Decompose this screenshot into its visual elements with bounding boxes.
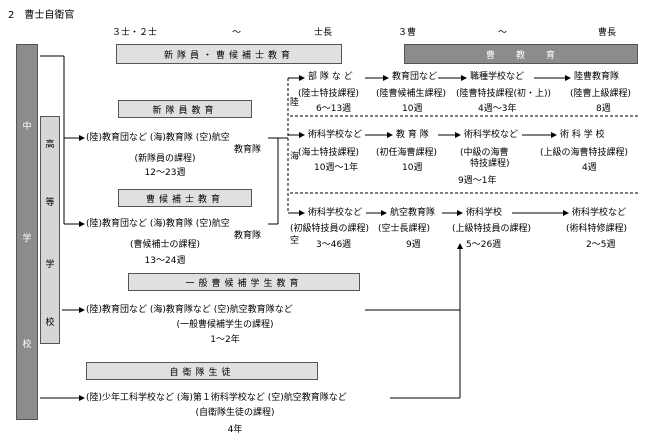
branch-label-kai: 海 (290, 152, 300, 162)
riku-c4-name: 陸曹教育隊 (574, 72, 620, 82)
rank-tilde-1: ～ (232, 28, 242, 38)
vertical-char: 校 (22, 340, 32, 350)
vertical-junior-high: 中 学 校 (16, 44, 38, 420)
ku-c4-name: 術科学校など (572, 208, 627, 218)
branch-label-riku: 陸 (290, 98, 300, 108)
kai-c2-course: (初任海曹課程) (376, 148, 438, 158)
rank-label-private: ３士・２士 (112, 28, 158, 38)
ippan-units: (陸)教育団など (海)教育隊など (空)航空教育隊など (86, 305, 293, 315)
ku-c2-weeks: 9週 (406, 240, 421, 250)
ku-c1-course: (初級特技員の課程) (290, 224, 370, 234)
box-sokoho-education: 曹候補士教育 (118, 189, 252, 207)
ku-c4-weeks: 2～5週 (586, 240, 616, 250)
kai-c2-weeks: 10週 (402, 163, 423, 173)
vertical-char: 学 (45, 260, 55, 270)
sokoho-units-2: 教育隊 (234, 231, 262, 241)
vertical-char: 等 (45, 198, 55, 208)
box-shin-education: 新隊員教育 (118, 100, 252, 118)
kai-c1-course: (海士特技課程) (298, 148, 360, 158)
ku-c3-name: 術科学校 (466, 208, 503, 218)
kai-c4-name: 術 科 学 校 (560, 130, 605, 140)
sokoho-weeks: 13～24週 (144, 256, 186, 266)
ku-c2-name: 航空教育隊 (390, 208, 436, 218)
ku-c4-course: (術科特修課程) (566, 224, 628, 234)
sokoho-units: (陸)教育団など (海)教育隊 (空)航空 (86, 219, 230, 229)
kai-c3-weeks: 9週～1年 (458, 176, 497, 186)
shin-weeks: 12～23週 (144, 168, 186, 178)
box-shin-sokoho-education: 新隊員・曹候補士教育 (116, 44, 342, 64)
riku-c3-course: (陸曹特技課程(初・上)) (456, 89, 552, 99)
riku-c1-weeks: 6～13週 (316, 104, 352, 114)
kai-c2-name: 教 育 隊 (396, 130, 429, 140)
shin-units: (陸)教育団など (海)教育隊 (空)航空 (86, 133, 230, 143)
box-ippan-sokoho-education: 一般曹候補学生教育 (128, 273, 360, 291)
riku-c1-name: 部 隊 な ど (308, 72, 353, 82)
ippan-course: (一般曹候補学生の課程) (176, 320, 274, 330)
kai-c3-course-1: (中級の海曹 (460, 148, 509, 158)
seito-units: (陸)少年工科学校など (海)第１術科学校など (空)航空教育隊など (86, 393, 347, 403)
sokoho-course: (曹候補士の課程) (129, 240, 201, 250)
vertical-char: 校 (45, 318, 55, 328)
ippan-weeks: 1～2年 (210, 335, 240, 345)
branch-label-ku: 空 (290, 236, 300, 246)
riku-c4-weeks: 8週 (596, 104, 611, 114)
kai-c1-weeks: 10週～1年 (314, 163, 359, 173)
rank-tilde-2: ～ (498, 28, 508, 38)
kai-c3-course-2: 特技課程) (470, 159, 510, 169)
kai-c3-name: 術科学校など (464, 130, 519, 140)
rank-label-master-sergeant: 曹長 (598, 28, 617, 38)
vertical-char: 中 (22, 122, 32, 132)
riku-c2-course: (陸曹候補生課程) (376, 89, 447, 99)
kai-c4-course: (上級の海曹特技課程) (540, 148, 629, 158)
ku-c1-name: 術科学校など (308, 208, 363, 218)
ku-c3-course: (上級特技員の課程) (452, 224, 532, 234)
shin-units-2: 教育隊 (234, 145, 262, 155)
riku-c2-weeks: 10週 (402, 104, 423, 114)
kai-c1-name: 術科学校など (308, 130, 363, 140)
kai-c4-weeks: 4週 (582, 163, 597, 173)
vertical-char: 高 (45, 140, 55, 150)
ku-c2-course: (空士長課程) (378, 224, 431, 234)
riku-c1-course: (陸士特技課程) (298, 89, 360, 99)
riku-c3-weeks: 4週～3年 (478, 104, 517, 114)
seito-course: (自衛隊生徒の課程) (195, 408, 275, 418)
ku-c1-weeks: 3～46週 (316, 240, 352, 250)
riku-c3-name: 職種学校など (470, 72, 525, 82)
box-jieitai-seito: 自衛隊生徒 (86, 362, 318, 380)
riku-c2-name: 教育団など (392, 72, 438, 82)
vertical-high-school: 高 等 学 校 (40, 116, 60, 344)
seito-weeks: 4年 (227, 425, 243, 435)
riku-c4-course: (陸曹上級課程) (570, 89, 632, 99)
vertical-char: 学 (22, 234, 32, 244)
rank-label-leading-private: 士長 (314, 28, 333, 38)
rank-label-sergeant: ３曹 (398, 28, 417, 38)
shin-course: (新隊員の課程) (134, 154, 196, 164)
box-so-education: 曹 教 育 (404, 44, 638, 64)
ku-c3-weeks: 5～26週 (466, 240, 502, 250)
page-title: 2 曹士自衛官 (8, 10, 75, 21)
